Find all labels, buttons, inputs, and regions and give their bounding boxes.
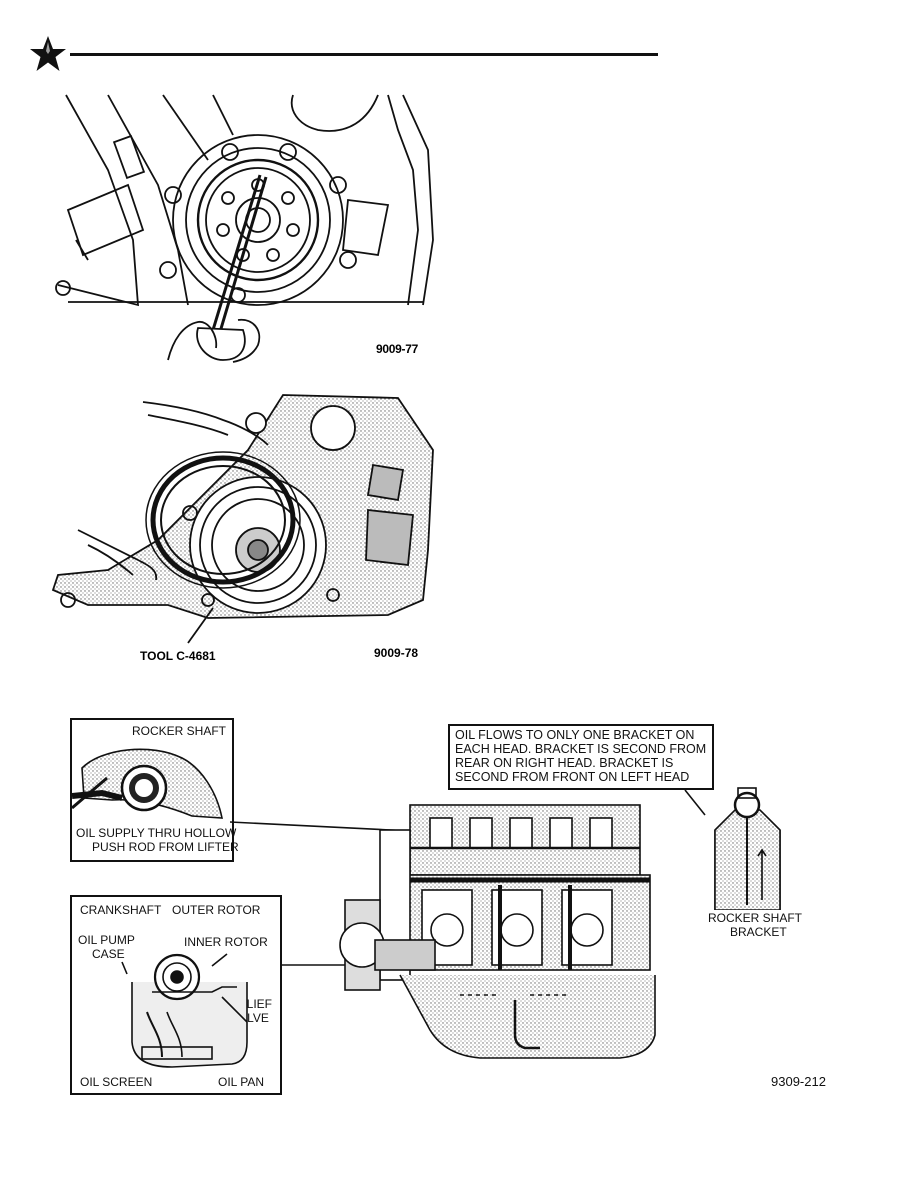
seal-install-illustration: TOOL C-4681 9009-78: [51, 394, 434, 663]
rocker-shaft-drawing: [72, 748, 223, 819]
seal-removal-illustration: 9009-77: [55, 94, 434, 363]
fig1-code: 9009-77: [376, 342, 419, 356]
oil-flow-note: OIL FLOWS TO ONLY ONE BRACKET ON EACH HE…: [448, 724, 714, 790]
note-line-3: REAR ON RIGHT HEAD. BRACKET IS: [455, 756, 674, 770]
fig2-code: 9009-78: [374, 646, 418, 660]
fig2-tool-label: TOOL C-4681: [140, 649, 216, 663]
fig3-code: 9309-212: [771, 1074, 826, 1089]
header-rule: [70, 53, 658, 56]
rocker-caption-1: OIL SUPPLY THRU HOLLOW: [76, 826, 237, 840]
note-line-1: OIL FLOWS TO ONLY ONE BRACKET ON: [455, 728, 695, 742]
engine-lubrication-diagram: [230, 804, 656, 1059]
note-line-2: EACH HEAD. BRACKET IS SECOND FROM: [455, 742, 707, 756]
outer-rotor-label: OUTER ROTOR: [172, 903, 261, 917]
crankshaft-label: CRANKSHAFT: [80, 903, 162, 917]
rocker-bracket-drawing: [684, 787, 781, 910]
rocker-shaft-inset: ROCKER SHAFT OIL SUPPLY THRU HOLLOW PUSH…: [70, 718, 239, 862]
oil-pump-drawing: [121, 953, 248, 1068]
rocker-shaft-title: ROCKER SHAFT: [132, 724, 227, 738]
bracket-label-1: ROCKER SHAFT: [708, 911, 803, 925]
pentastar-logo: [30, 36, 66, 71]
oil-pan-label: OIL PAN: [218, 1075, 265, 1089]
oil-pump-inset: CRANKSHAFT OUTER ROTOR OIL PUMP CASE INN…: [70, 895, 282, 1095]
oil-screen-label: OIL SCREEN: [80, 1075, 153, 1089]
bracket-label-2: BRACKET: [730, 925, 787, 939]
inner-rotor-label: INNER ROTOR: [184, 935, 268, 949]
rocker-caption-2: PUSH ROD FROM LIFTER: [92, 840, 239, 854]
oil-pump-label-1: OIL PUMP: [78, 933, 135, 947]
oil-pump-label-2: CASE: [92, 947, 125, 961]
note-line-4: SECOND FROM FRONT ON LEFT HEAD: [455, 770, 690, 784]
